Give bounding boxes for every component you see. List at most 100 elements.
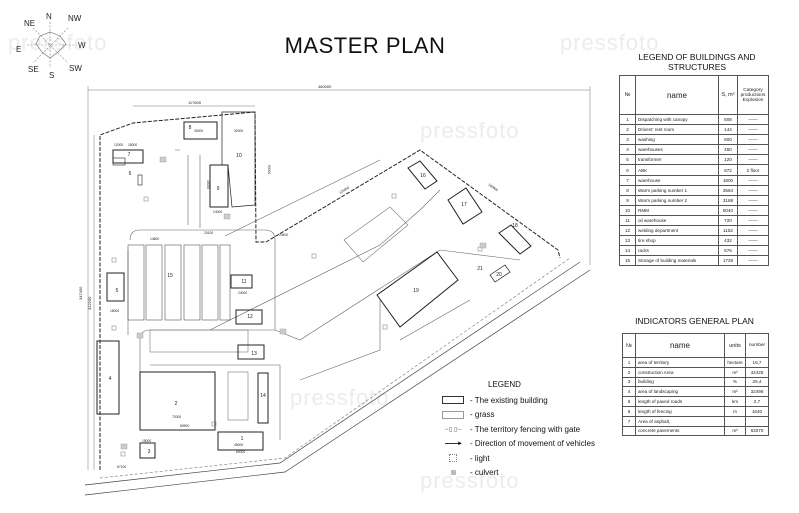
legend-title: LEGEND	[488, 380, 521, 389]
culvert-icon	[120, 156, 487, 450]
dimension-label: 460000	[318, 84, 332, 89]
building-label: 14	[260, 393, 266, 399]
dimension-label: 347400	[78, 286, 83, 300]
cell-name: area of territory	[635, 357, 725, 368]
cell-units	[724, 415, 746, 427]
dimension-label: 40000	[206, 180, 210, 189]
cell-no: 10	[619, 204, 636, 216]
cell-name: RMM	[635, 204, 719, 216]
cell-number: 32496	[745, 386, 769, 398]
building-label: 2	[175, 401, 178, 407]
cell-no: 5	[622, 396, 636, 407]
building-8	[183, 121, 218, 140]
building-label: 18	[512, 223, 518, 229]
dimension-label: 45000	[234, 443, 243, 447]
cell-number: 42426	[745, 366, 769, 378]
cell-units: m²	[724, 386, 746, 398]
dimension-label: 18000	[128, 143, 137, 147]
building-label: 1	[241, 436, 244, 442]
grass-area	[149, 206, 409, 421]
building-label: 8	[189, 125, 192, 131]
dimension-label: 90000	[267, 165, 271, 174]
cell-no: 1	[622, 357, 636, 368]
cell-units: m	[724, 405, 746, 417]
legend-item-vehicle-direction: ► - Direction of movement of vehicles	[436, 437, 596, 452]
building-6	[137, 174, 143, 186]
cell-name: construction Area	[635, 366, 725, 378]
legend-table-title: LEGEND OF BUILDINGS AND STRUCTURES	[638, 52, 756, 72]
cell-category: ——	[737, 144, 769, 156]
cell-units: m²	[724, 425, 746, 437]
cell-area: 972	[718, 164, 738, 176]
building-13	[237, 344, 265, 360]
cell-category: ——	[737, 134, 769, 146]
cell-no: 4	[619, 144, 636, 156]
cell-name: Storage of building materials	[635, 255, 719, 267]
dimension-label: 117600	[188, 100, 202, 105]
perimeter-road	[84, 257, 591, 496]
cell-area: 144	[718, 124, 738, 136]
dimension-label: 160000	[487, 183, 498, 193]
cell-name: transformer	[635, 154, 719, 166]
cell-units: m²	[724, 366, 746, 378]
cell-no: 12	[619, 225, 636, 237]
building-14	[257, 372, 269, 424]
wind-rose: N NW NE W E SE SW S	[16, 12, 86, 80]
cell-area: 608	[718, 113, 738, 126]
cell-number: 1640	[745, 405, 769, 417]
cell-area: 576	[718, 245, 738, 257]
cell-name: Warm parking number 2	[635, 194, 719, 206]
watermark: pressfoto	[290, 385, 390, 410]
cell-area: 3168	[718, 194, 738, 206]
building-label: 15	[167, 273, 173, 279]
cell-no: 2	[622, 366, 636, 378]
building-label: 21	[477, 266, 483, 272]
cell-name: concrete pavements	[635, 425, 725, 437]
building-label: 11	[241, 279, 246, 285]
building-11	[230, 274, 253, 289]
legend-item-label: - The existing building	[470, 395, 548, 405]
cell-no: 8	[619, 184, 636, 196]
cell-name: tire shop	[635, 235, 719, 247]
cell-number	[745, 415, 769, 427]
cell-number: 25,4	[745, 376, 769, 388]
watermark: pressfoto	[420, 118, 520, 143]
col-header-number: number	[745, 333, 769, 358]
building-label: 20	[496, 272, 502, 278]
cell-name: welding department	[635, 225, 719, 237]
cell-name: warehouses	[635, 144, 719, 156]
legend-of-buildings-table: № name S, m² Category productions Explos…	[619, 75, 769, 267]
cell-area: 1152	[718, 225, 738, 237]
cell-area: 450	[718, 144, 738, 156]
cell-area: 432	[718, 235, 738, 247]
building-18	[498, 224, 532, 255]
col-header-name: name	[635, 75, 719, 115]
legend-item-fencing: -◦▯ ▯◦- - The territory fencing with gat…	[436, 422, 596, 437]
cell-name: ABK	[635, 164, 719, 176]
cell-name: Area of asphalt,	[635, 415, 725, 427]
cell-category: ——	[737, 174, 769, 186]
cell-name: warehouse	[635, 174, 719, 186]
compass-e: E	[16, 45, 21, 54]
cell-category: ——	[737, 124, 769, 136]
cell-units: km	[724, 396, 746, 407]
building-label: 10	[236, 153, 242, 159]
cell-no: 7	[619, 174, 636, 186]
building-label: 13	[251, 351, 257, 357]
cell-no: 7	[622, 415, 636, 427]
cell-number: 63270	[745, 425, 769, 437]
legend-item-culvert: - culvert	[436, 466, 596, 481]
dimension-label: 24000	[238, 291, 247, 295]
building-label: 5	[116, 288, 119, 294]
internal-roads	[127, 149, 521, 440]
legend-item-label: - light	[470, 453, 490, 463]
